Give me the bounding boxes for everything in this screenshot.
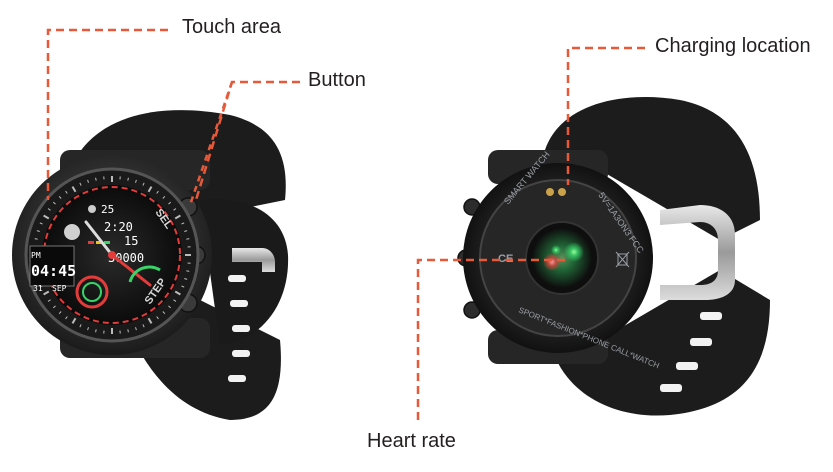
heart-rate-leader	[416, 258, 565, 420]
heart-gauge-inner	[82, 282, 102, 302]
bezel-tick	[162, 311, 166, 315]
bezel-tick	[39, 222, 43, 225]
front-side-strap	[200, 199, 289, 345]
bezel-tick	[87, 179, 89, 183]
right-gauge	[128, 265, 161, 283]
weather-icon	[88, 205, 96, 213]
bezel-tick	[147, 186, 153, 193]
bezel-tick	[173, 208, 177, 211]
bezel-tick	[142, 324, 145, 328]
bezel-tick	[95, 177, 97, 181]
bezel-tick	[181, 222, 185, 225]
sensor-red-led	[543, 253, 561, 271]
bezel-tick	[186, 270, 190, 272]
charging-pin-right	[558, 188, 566, 196]
leader-lines	[46, 28, 645, 420]
touch-area-label: Touch area	[182, 16, 281, 38]
front-buckle	[232, 248, 275, 272]
bezel-tick	[65, 190, 68, 194]
bezel-tick	[71, 186, 77, 193]
bezel-tick	[156, 190, 159, 194]
bezel-tick	[181, 285, 185, 288]
bezel-tick	[127, 329, 129, 333]
month-text: SEP	[52, 284, 67, 293]
bezel-tick	[79, 182, 82, 186]
bezel-tick	[52, 305, 56, 309]
heart-rate-label: Heart rate	[367, 430, 456, 452]
back-buckle	[660, 205, 735, 300]
day-text: 31	[33, 284, 43, 293]
hour-hand	[84, 220, 114, 257]
bezel-tick	[71, 317, 77, 324]
front-watch: SEL STEP 25 2:20 15 30000 PM 04:45 31 SE…	[12, 110, 289, 420]
time-block	[29, 245, 75, 287]
hand-pivot	[108, 251, 116, 259]
bezel-tick	[135, 327, 137, 331]
steps-text: 30000	[108, 251, 144, 265]
touch-area-leader	[46, 28, 168, 200]
bezel-tick	[58, 195, 62, 199]
sensor-green-led	[564, 242, 584, 262]
bezel-tick	[47, 299, 51, 302]
sensor-glow	[532, 228, 592, 288]
heart-gauge	[75, 275, 109, 309]
bezel-tick	[184, 230, 188, 232]
bezel-tick	[184, 278, 188, 280]
bezel-tick	[43, 290, 50, 296]
bezel-tick	[79, 324, 82, 328]
moon-icon	[64, 224, 80, 240]
bezel-tick	[36, 230, 40, 232]
bezel-tick	[52, 201, 56, 205]
charging-pin-left	[546, 188, 554, 196]
second-hand	[110, 253, 152, 287]
battery-text: 15	[124, 234, 138, 248]
front-strap-holes	[228, 275, 250, 382]
back-strap-holes	[660, 312, 722, 392]
small-time-text: 2:20	[104, 220, 133, 234]
bezel-tick	[135, 179, 137, 183]
bezel-tick	[173, 299, 177, 302]
bezel-tick	[43, 214, 50, 220]
bezel-tick	[147, 317, 153, 324]
bezel-tick	[47, 208, 51, 211]
button-label: Button	[308, 69, 366, 91]
bezel-tick	[58, 311, 62, 315]
bezel-tick	[162, 195, 166, 199]
bezel-tick	[65, 316, 68, 320]
recycle-bin-icon	[615, 251, 630, 268]
bezel-tick	[87, 327, 89, 331]
bezel-tick	[34, 238, 38, 240]
bezel-tick	[186, 238, 190, 240]
back-watch: SMART WATCH 5V=1A3ON3 FCC SPORT*FASHION*…	[457, 97, 770, 416]
charging-location-label: Charging location	[655, 35, 811, 57]
temperature-text: 25	[101, 203, 114, 216]
time-text: 04:45	[31, 262, 76, 280]
period-text: PM	[31, 251, 41, 260]
bezel-tick	[174, 214, 181, 220]
back-lower-strap	[550, 270, 770, 416]
activity-bars	[88, 241, 110, 244]
bezel-tick	[95, 329, 97, 333]
bezel-tick	[174, 290, 181, 296]
bezel-tick	[156, 316, 159, 320]
bezel-tick	[168, 201, 172, 205]
back-upper-strap	[545, 97, 760, 240]
sensor-green-led-2	[551, 245, 561, 255]
bezel-tick	[142, 182, 145, 186]
bezel-tick	[127, 177, 129, 181]
bezel-tick	[168, 305, 172, 309]
